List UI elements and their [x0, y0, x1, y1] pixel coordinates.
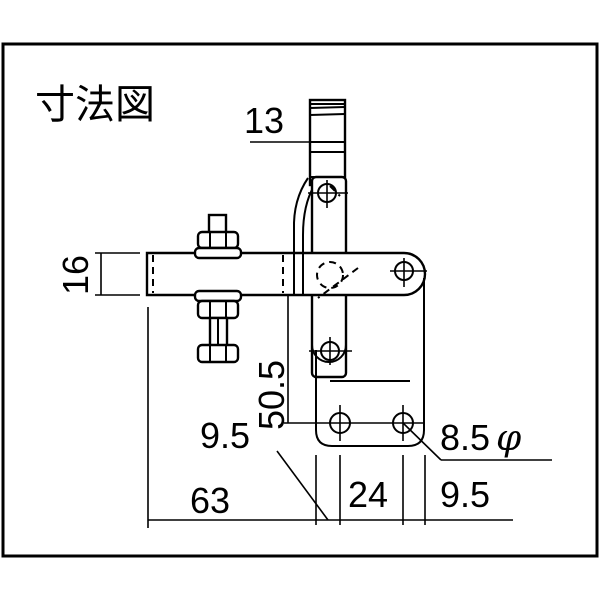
dim-label-50-5: 50.5 — [251, 360, 292, 430]
spindle-bolt — [193, 213, 243, 364]
dim-label-9-5-right: 9.5 — [440, 474, 490, 515]
dim-line-50-5 — [284, 296, 424, 424]
diameter-symbol: φ — [496, 418, 522, 459]
clamp-arm — [145, 251, 427, 299]
arm-pivot-icon — [390, 258, 427, 287]
dim-label-9-5-left: 9.5 — [200, 415, 250, 456]
handle — [308, 98, 347, 187]
upper-pivot-icon — [308, 180, 348, 208]
dim-label-16: 16 — [55, 255, 96, 295]
base-plate — [315, 278, 425, 447]
drawing-title: 寸法図 — [35, 82, 155, 128]
hole-diameter-value: 8.5 — [440, 417, 490, 458]
dim-line-16 — [95, 252, 140, 296]
dim-label-63: 63 — [190, 480, 230, 521]
dim-extension-lines — [147, 307, 513, 528]
dim-label-24: 24 — [348, 474, 388, 515]
dim-leader-8-5 — [402, 422, 552, 461]
dim-label-13: 13 — [244, 100, 284, 141]
drawing-frame — [1, 42, 599, 558]
lower-pivot-icon — [309, 337, 352, 365]
